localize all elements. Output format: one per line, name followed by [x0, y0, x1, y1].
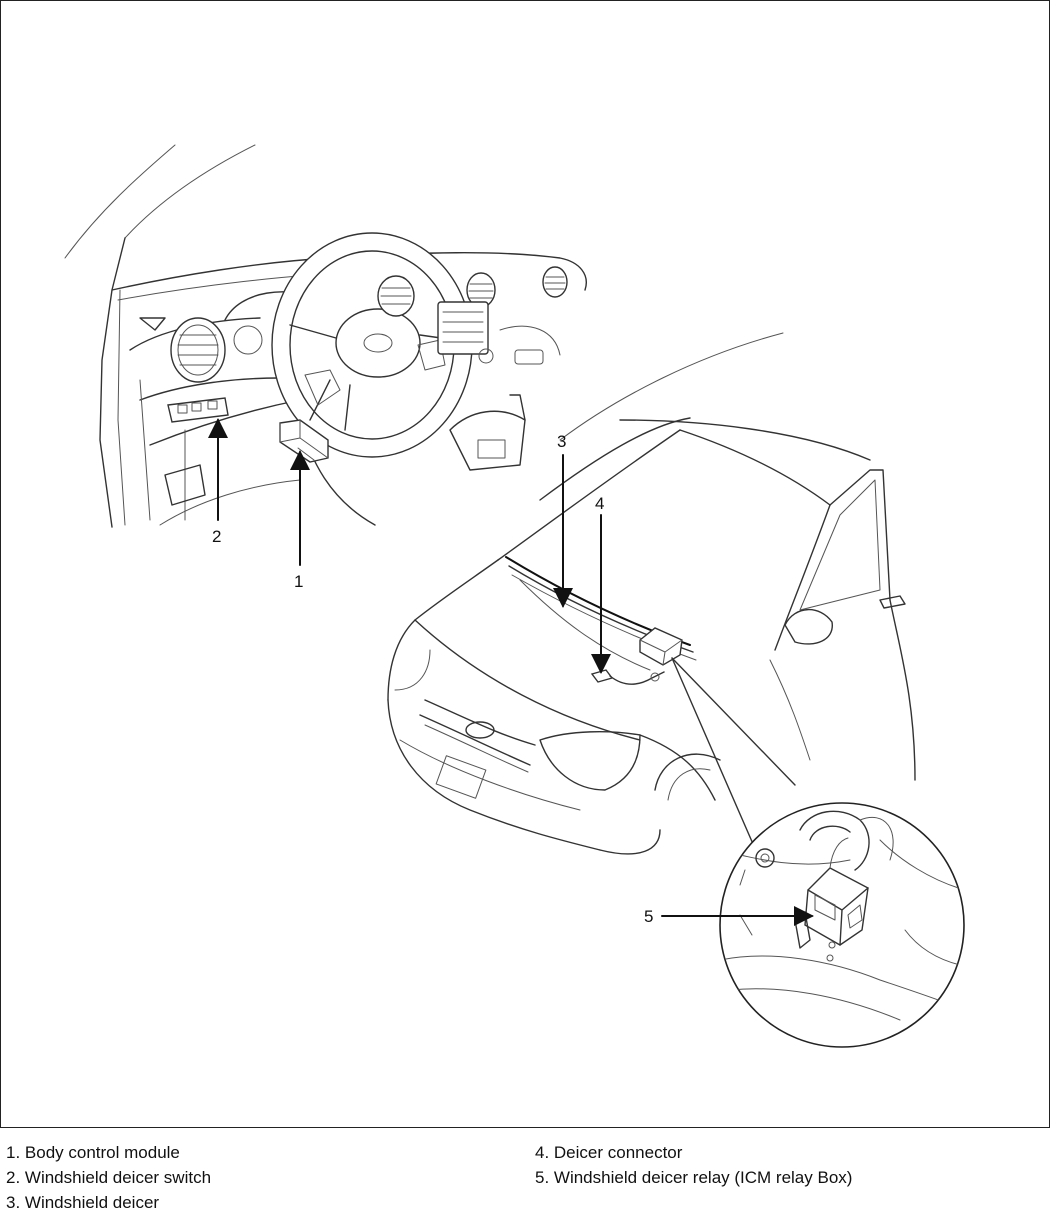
- legend-right-column: 4. Deicer connector 5. Windshield deicer…: [535, 1140, 852, 1190]
- dashboard-illustration: [64, 144, 587, 528]
- relay-detail-magnifier: [671, 657, 965, 1048]
- callout-5: 5: [644, 907, 653, 926]
- legend-left-column: 1. Body control module 2. Windshield dei…: [6, 1140, 211, 1215]
- deicer-switch-panel: [167, 397, 229, 423]
- car-illustration: [387, 332, 916, 855]
- legend-item-5: 5. Windshield deicer relay (ICM relay Bo…: [535, 1168, 853, 1187]
- callout-leaders: [208, 418, 814, 926]
- callout-1: 1: [294, 572, 303, 591]
- legend-item-2: 2. Windshield deicer switch: [6, 1168, 212, 1187]
- icm-relay-box-marker: [639, 627, 683, 666]
- steering-wheel: [271, 232, 473, 458]
- callout-4: 4: [595, 494, 604, 513]
- legend-item-3: 3. Windshield deicer: [6, 1193, 160, 1212]
- callout-3: 3: [557, 432, 566, 451]
- legend: 1. Body control module 2. Windshield dei…: [0, 1128, 1050, 1213]
- legend-item-1: 1. Body control module: [6, 1143, 180, 1162]
- callout-2: 2: [212, 527, 221, 546]
- component-location-diagram: 1 2 3 4 5: [64, 144, 965, 1048]
- deicer-connector-marker: [590, 669, 665, 685]
- left-air-vent: [170, 317, 226, 383]
- legend-item-4: 4. Deicer connector: [535, 1143, 683, 1162]
